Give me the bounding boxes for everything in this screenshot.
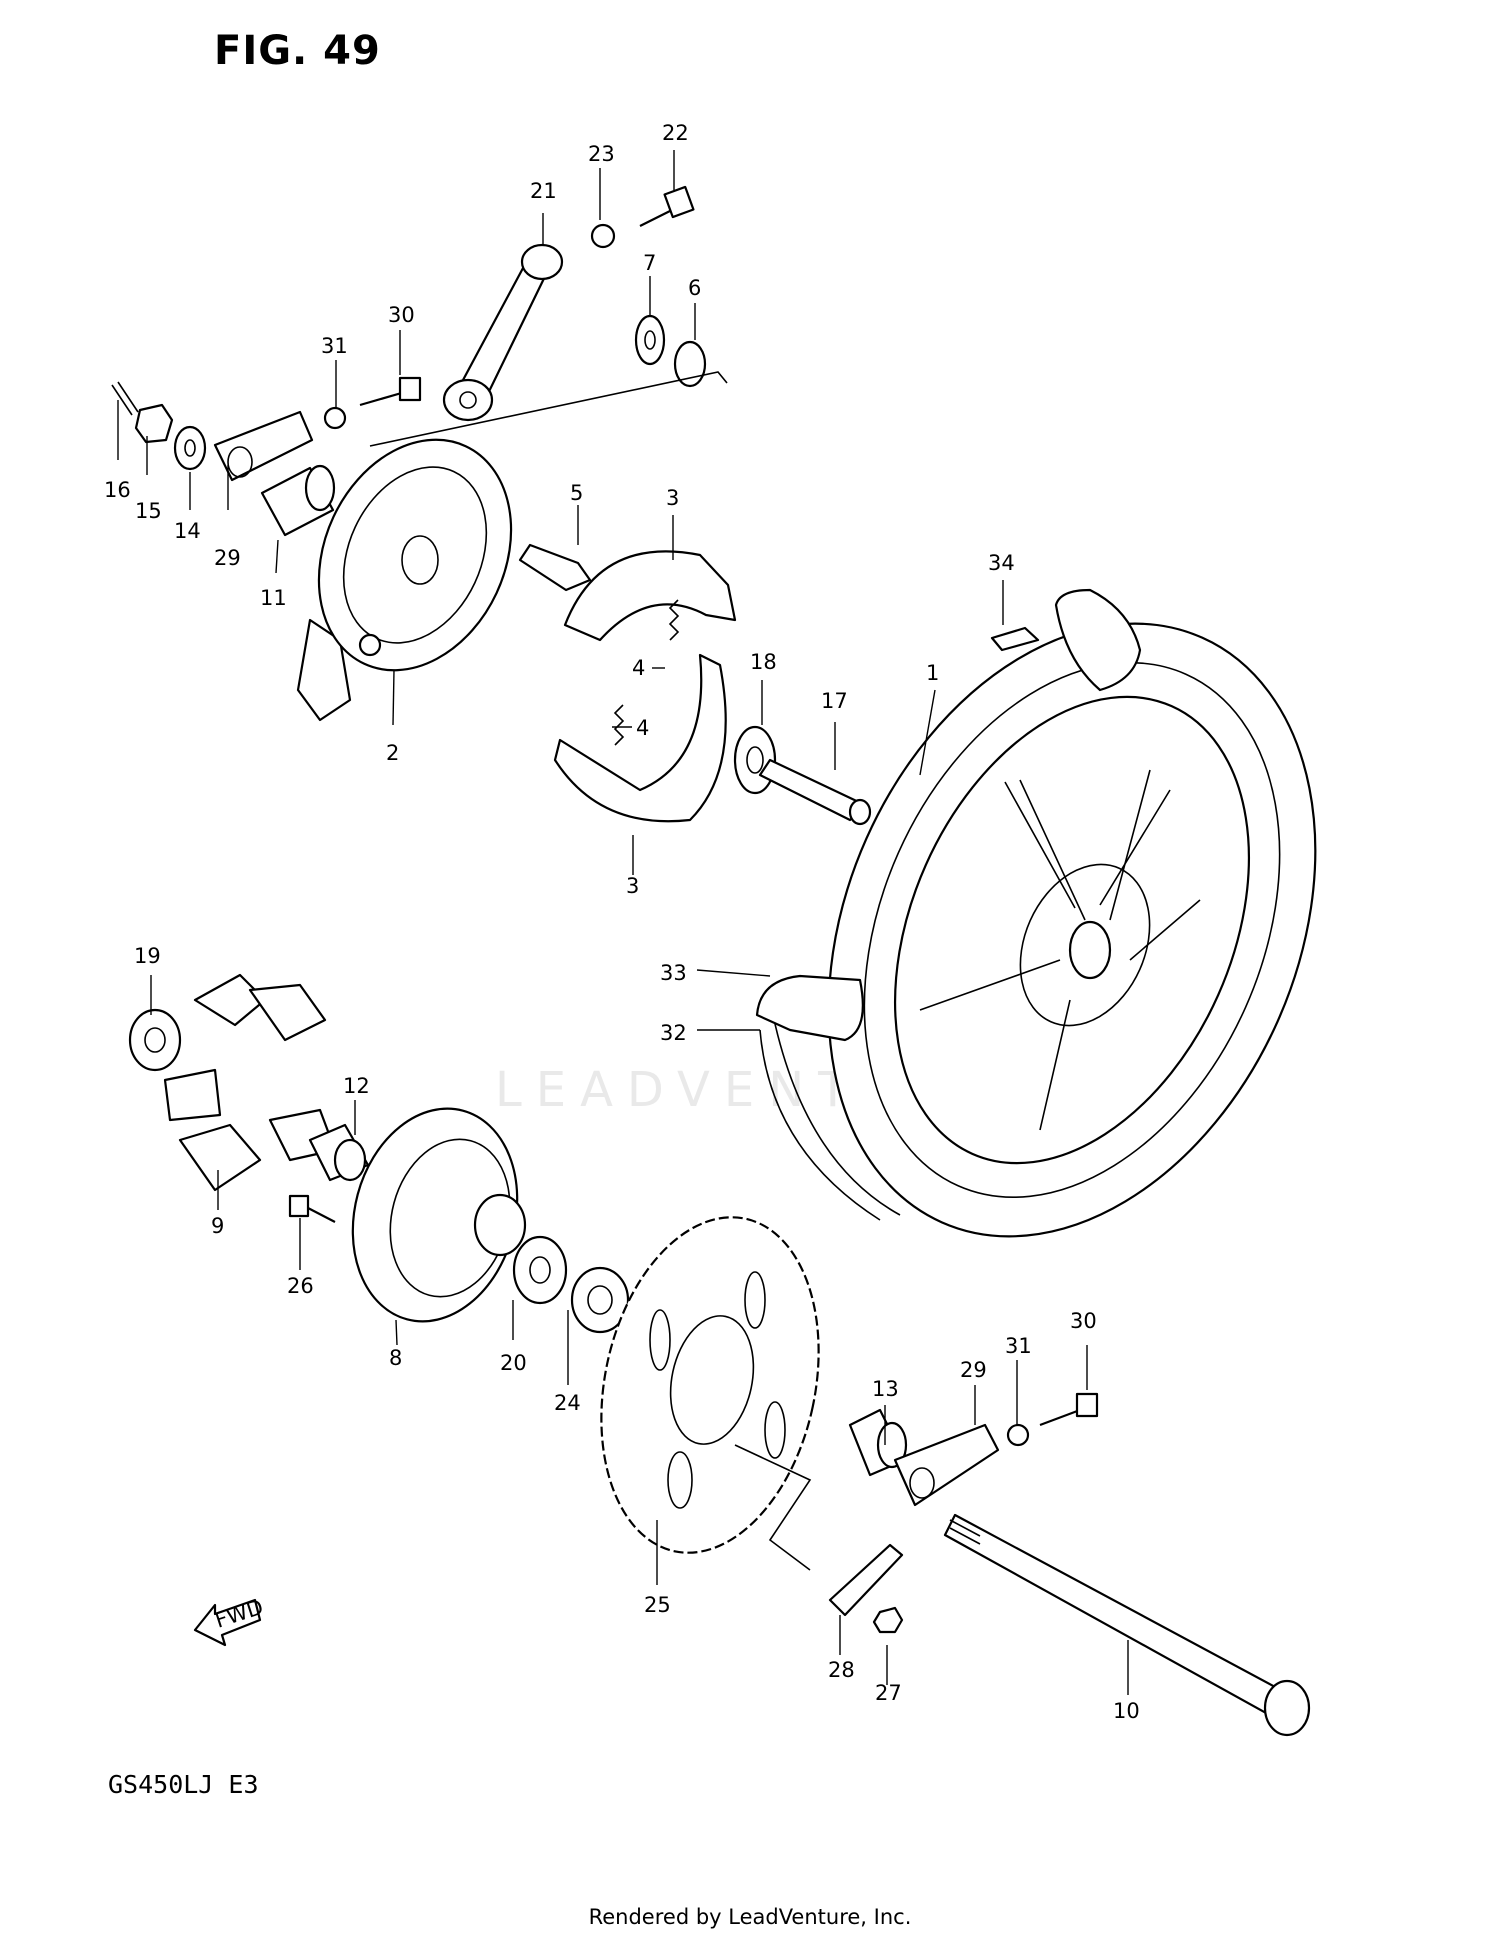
callout-11: 11 [260, 586, 287, 610]
callout-3-lower: 3 [626, 874, 639, 898]
callout-26: 26 [287, 1274, 314, 1298]
part-25-sprocket [600, 1216, 820, 1554]
part-33-rim-band [755, 974, 864, 1042]
part-31-nut-left [323, 406, 347, 430]
part-23-nut [590, 223, 616, 249]
callout-27: 27 [875, 1681, 902, 1705]
part-3-brake-shoe-lower [553, 653, 727, 823]
callout-9: 9 [211, 1214, 224, 1238]
callout-24: 24 [554, 1391, 581, 1415]
part-1-wheel [827, 622, 1317, 1238]
callout-7: 7 [643, 251, 656, 275]
callout-33: 33 [660, 961, 687, 985]
callout-31-right: 31 [1005, 1334, 1032, 1358]
part-20-bearing [512, 1235, 568, 1305]
footer-credit: Rendered by LeadVenture, Inc. [588, 1905, 912, 1929]
part-22-bolt [639, 185, 695, 227]
part-26-bolt [288, 1194, 336, 1223]
part-4-spring-upper [668, 599, 680, 641]
tire-inner-tube-top [1054, 588, 1142, 692]
callout-29-left: 29 [214, 546, 241, 570]
callout-14: 14 [174, 519, 201, 543]
callout-10: 10 [1113, 1699, 1140, 1723]
part-9-cush-rubber [163, 973, 337, 1192]
callout-25: 25 [644, 1593, 671, 1617]
part-11-spacer [260, 464, 336, 537]
callout-18: 18 [750, 650, 777, 674]
part-31-nut-right [1006, 1423, 1030, 1447]
part-19-bearing [128, 1008, 182, 1072]
part-6-oring [673, 340, 707, 388]
figure-title: FIG. 49 [214, 28, 381, 74]
callout-16: 16 [104, 478, 131, 502]
model-code: GS450LJ E3 [108, 1770, 259, 1799]
part-3-brake-shoe-upper [563, 550, 737, 642]
part-10-axle [943, 1513, 1311, 1737]
callout-2: 2 [386, 741, 399, 765]
callout-3-upper: 3 [666, 486, 679, 510]
part-4-spring-lower [613, 704, 625, 746]
part-29-adjuster-right [893, 1423, 1000, 1507]
callout-29-right: 29 [960, 1358, 987, 1382]
callout-31-left: 31 [321, 334, 348, 358]
callout-22: 22 [662, 121, 689, 145]
callout-1: 1 [926, 661, 939, 685]
part-17-spacer [758, 758, 872, 826]
callout-23: 23 [588, 142, 615, 166]
fwd-arrow-icon: FWD [193, 1595, 266, 1647]
part-14-washer [173, 425, 207, 471]
callout-4-lower: 4 [636, 716, 649, 740]
part-12-spacer [308, 1123, 370, 1182]
part-8-sprocket-hub [351, 1107, 527, 1323]
part-15-nut [134, 403, 174, 444]
part-34-valve [990, 626, 1040, 652]
leader-lines [117, 150, 1129, 1695]
part-21-brake-arm [442, 243, 564, 422]
part-27-nut [872, 1606, 904, 1634]
axis-line-upper [369, 371, 728, 447]
part-30-bolt-right [1039, 1392, 1099, 1427]
part-32-tire [759, 999, 901, 1221]
callout-15: 15 [135, 499, 162, 523]
callout-17: 17 [821, 689, 848, 713]
callout-21: 21 [530, 179, 557, 203]
part-30-bolt-left [359, 376, 422, 407]
callout-32: 32 [660, 1021, 687, 1045]
callout-28: 28 [828, 1658, 855, 1682]
part-24-seal [570, 1266, 630, 1334]
callout-19: 19 [134, 944, 161, 968]
part-5-cam [518, 543, 592, 592]
callout-8: 8 [389, 1346, 402, 1370]
part-16-cotter-pin [111, 381, 139, 416]
callout-34: 34 [988, 551, 1015, 575]
callout-12: 12 [343, 1074, 370, 1098]
part-7-washer [634, 314, 666, 366]
callout-13: 13 [872, 1377, 899, 1401]
callout-4-upper: 4 [632, 656, 645, 680]
callout-20: 20 [500, 1351, 527, 1375]
callout-30-right: 30 [1070, 1309, 1097, 1333]
callout-6: 6 [688, 276, 701, 300]
callout-labels: 1 2 3 3 4 4 5 6 7 8 9 10 11 12 13 14 15 … [104, 121, 1140, 1723]
callout-5: 5 [570, 481, 583, 505]
callout-30-left: 30 [388, 303, 415, 327]
axis-line-lower [734, 1444, 812, 1571]
part-29-adjuster-left [213, 410, 314, 482]
part-28-lock-plate [828, 1543, 904, 1617]
part-2-brake-panel [296, 438, 513, 722]
